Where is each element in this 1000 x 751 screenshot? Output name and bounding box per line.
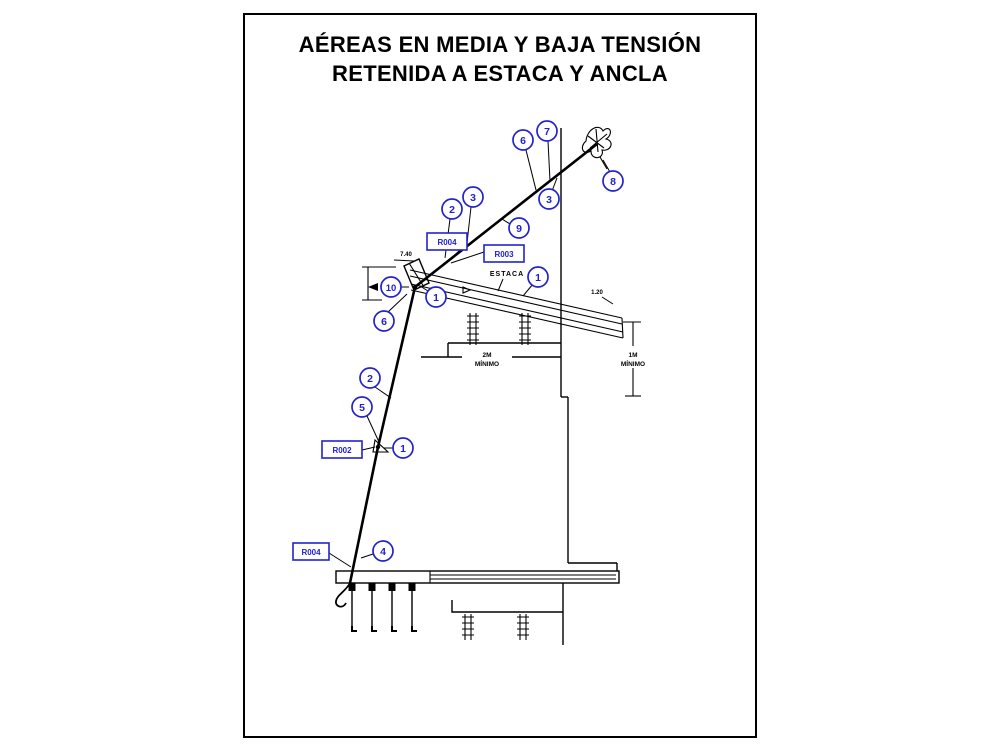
svg-text:6: 6 <box>520 135 526 147</box>
ref-box-r003-label: R003 <box>494 250 514 259</box>
callout-4: 4 <box>372 540 394 562</box>
svg-text:2: 2 <box>367 373 373 385</box>
callout-6-lower: 6 <box>373 310 395 332</box>
svg-text:1: 1 <box>433 292 439 304</box>
aerial-cable <box>335 142 598 608</box>
min-center-line2: MÍNIMO <box>475 359 499 368</box>
callout-1-splice: 1 <box>392 437 414 459</box>
dimension-arrow <box>368 283 378 291</box>
callout-5: 5 <box>351 396 373 418</box>
callout-2-upper: 2 <box>441 198 463 220</box>
estaca-text: ESTACA <box>490 271 524 278</box>
callout-1-bracket: 1 <box>425 286 447 308</box>
svg-text:2: 2 <box>449 204 455 216</box>
sheet-border <box>243 13 757 738</box>
drawing-title-line2: RETENIDA A ESTACA Y ANCLA <box>332 61 668 86</box>
wall-outline <box>421 128 618 645</box>
ref-box-r004-top: R004 <box>426 232 468 251</box>
callout-7: 7 <box>536 120 558 142</box>
callout-10: 10 <box>380 276 402 298</box>
callout-6-upper: 6 <box>512 129 534 151</box>
ref-box-r004-top-label: R004 <box>437 238 457 247</box>
fastening-hatch-upper-left <box>467 313 479 345</box>
fastening-hatch-lower-left <box>462 614 474 640</box>
hanger-3 <box>388 583 397 632</box>
splice-symbol <box>372 438 390 453</box>
min-right-line1: 1M <box>628 352 637 359</box>
callout-2-lower: 2 <box>359 367 381 389</box>
callout-8: 8 <box>602 170 624 192</box>
svg-text:6: 6 <box>381 316 387 328</box>
min-center-line1: 2M <box>482 352 491 359</box>
svg-text:3: 3 <box>546 194 552 206</box>
hanger-4 <box>408 583 417 632</box>
callout-3-left: 3 <box>462 186 484 208</box>
fastening-hatch-lower-right <box>517 614 529 640</box>
ref-box-r004-bottom-label: R004 <box>301 548 321 557</box>
svg-text:3: 3 <box>470 192 476 204</box>
leader-lines <box>328 140 611 568</box>
min-right-line2: MÍNIMO <box>621 359 645 368</box>
dim-pole-top-text: 7.40 <box>400 252 412 258</box>
ref-box-r004-bottom: R004 <box>292 542 330 561</box>
ref-box-r003: R003 <box>483 244 525 263</box>
callout-3-right: 3 <box>538 188 560 210</box>
hanger-1 <box>348 583 357 632</box>
hanger-2 <box>368 583 377 632</box>
ref-box-r002: R002 <box>321 440 363 459</box>
svg-text:7: 7 <box>544 126 550 138</box>
svg-text:9: 9 <box>516 223 522 235</box>
svg-text:1: 1 <box>535 272 541 284</box>
fastening-hatch-upper-right <box>519 313 531 345</box>
title-block: AÉREAS EN MEDIA Y BAJA TENSIÓN RETENIDA … <box>243 30 757 88</box>
callout-1-estaca: 1 <box>527 266 549 288</box>
cable-end-hook <box>335 582 351 608</box>
callout-9: 9 <box>508 217 530 239</box>
svg-text:8: 8 <box>610 176 616 188</box>
estaca-label: ESTACA <box>490 271 524 292</box>
stake-arrow-mark <box>462 286 472 294</box>
svg-text:5: 5 <box>359 402 365 414</box>
dimension-pole-top: 7.40 <box>362 252 415 301</box>
stake-bracket <box>403 258 430 291</box>
dimension-stake-end: 1.20 1M MÍNIMO <box>591 290 645 397</box>
cable-joint-lower <box>375 444 381 450</box>
anchor-symbol <box>581 126 612 170</box>
dim-stake-end-text: 1.20 <box>591 290 603 296</box>
crossarm-structure <box>335 570 620 640</box>
svg-text:4: 4 <box>380 546 386 558</box>
dimension-ground-min: 2M MÍNIMO <box>475 352 499 368</box>
drawing-title-line1: AÉREAS EN MEDIA Y BAJA TENSIÓN <box>298 32 702 57</box>
ref-box-r002-label: R002 <box>332 446 352 455</box>
svg-text:10: 10 <box>386 283 397 294</box>
svg-text:1: 1 <box>400 443 406 455</box>
